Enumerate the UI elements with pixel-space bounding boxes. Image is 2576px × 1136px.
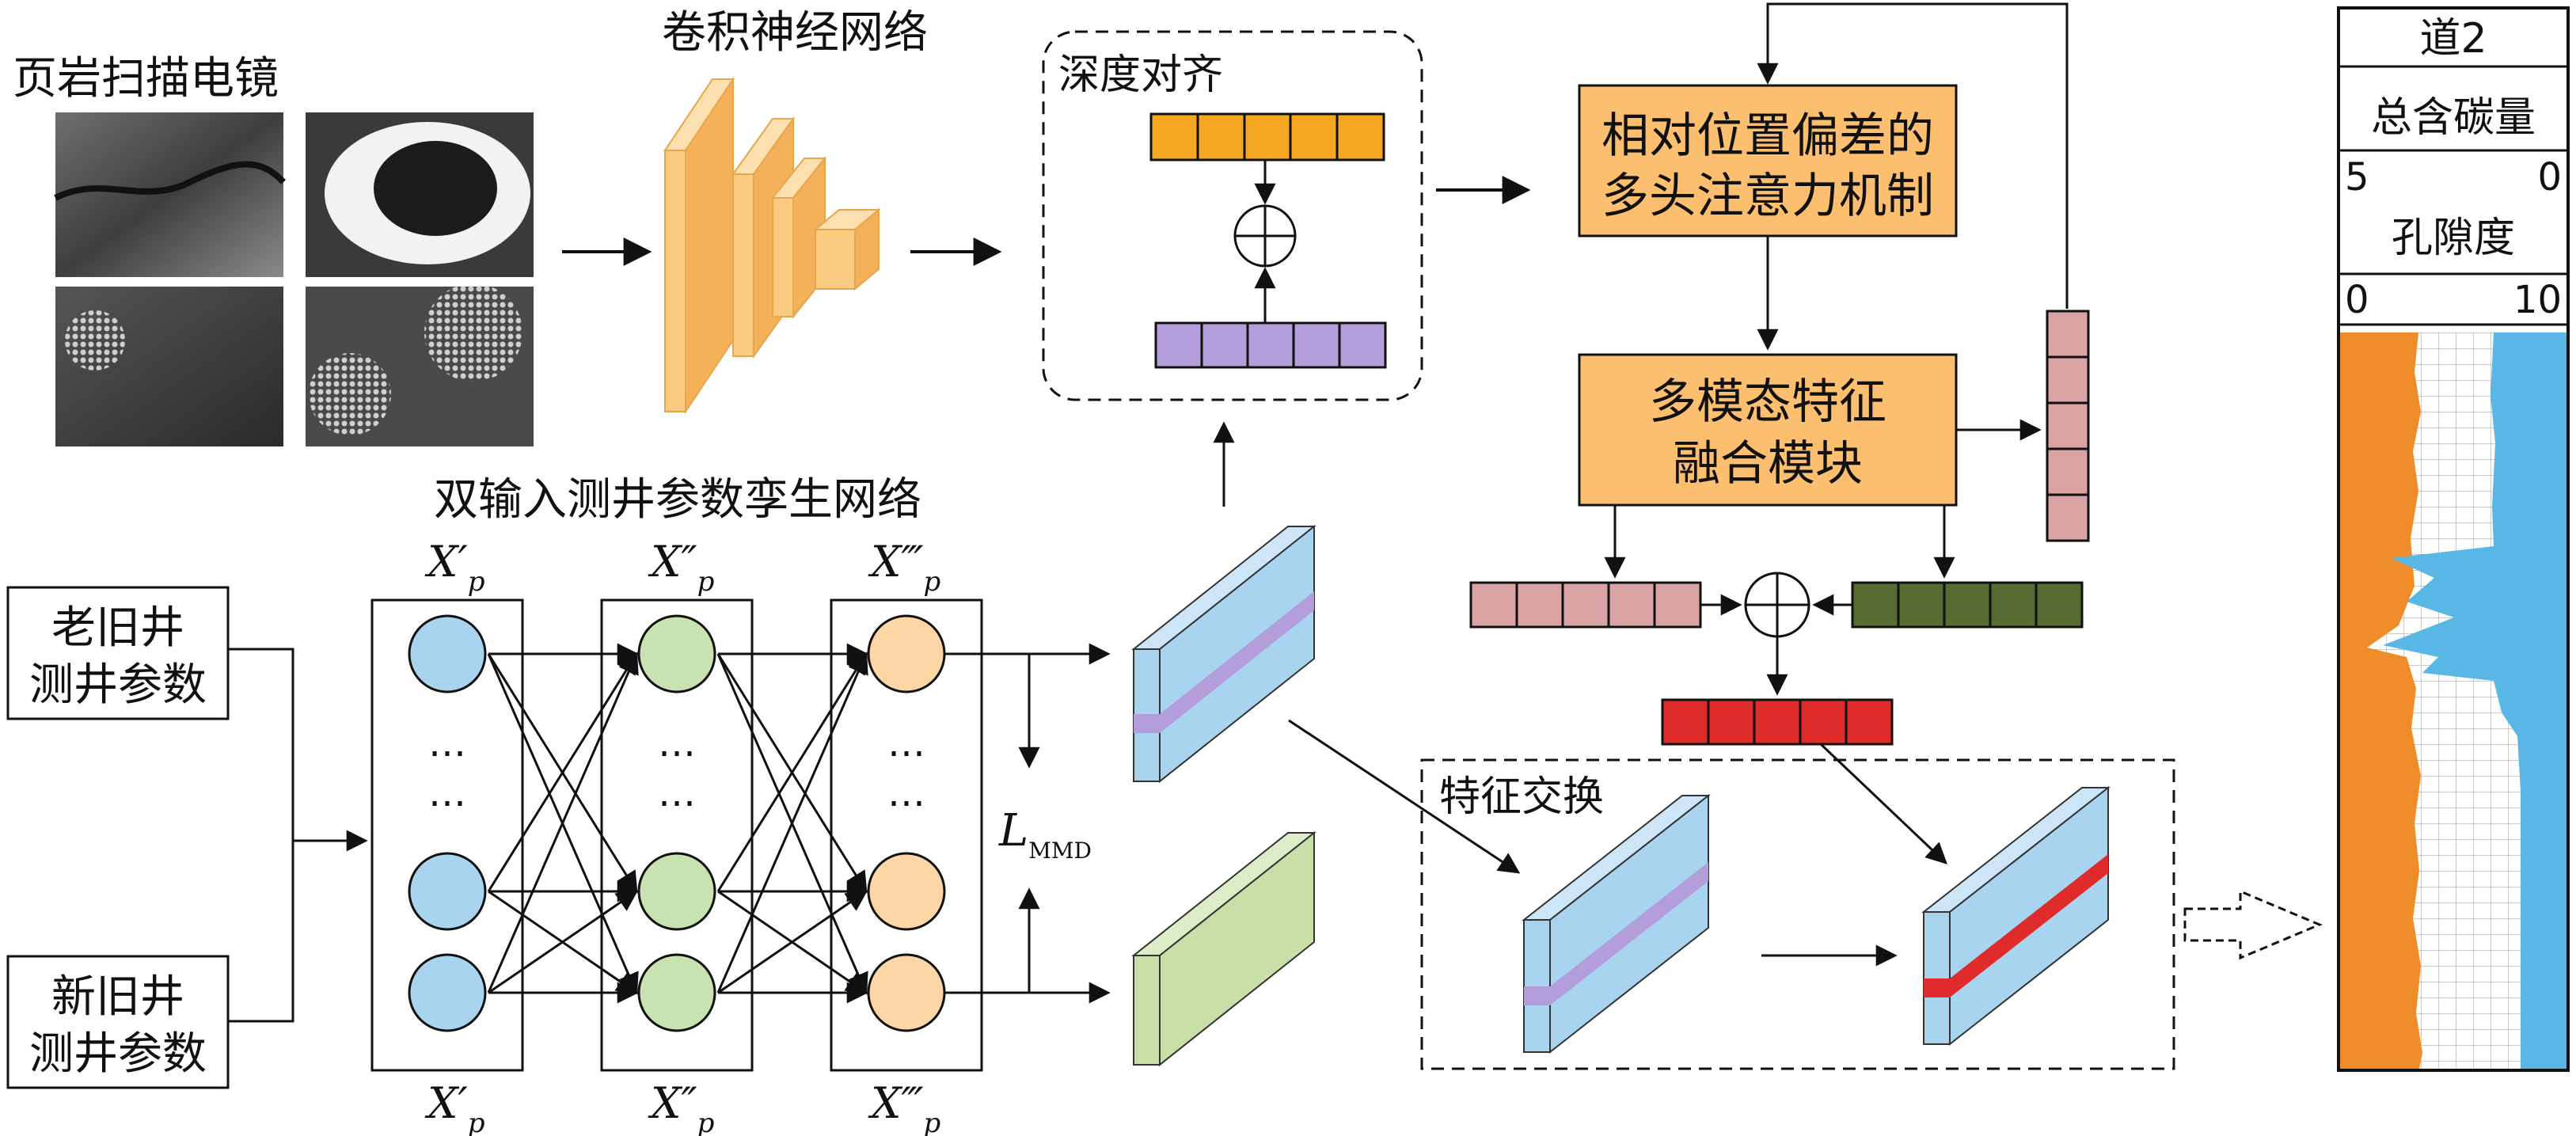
- attention-line-1: 相对位置偏差的: [1601, 108, 1934, 164]
- sem-framboid-2: [424, 283, 522, 382]
- sem-pore-hole: [374, 141, 497, 236]
- green-feature-vector: [1851, 581, 2084, 629]
- feedback-loop-line: [1757, 2, 2069, 309]
- svg-text:X′p: X′p: [424, 537, 484, 598]
- svg-text:X″p: X″p: [648, 1078, 714, 1136]
- input-new-box: 新旧井 测井参数: [6, 955, 230, 1089]
- siamese-title: 双输入测井参数孪生网络: [434, 474, 921, 526]
- node-l2-bot: [637, 953, 716, 1032]
- input-old-line-1: 老旧井: [51, 602, 184, 654]
- layer-label-bottom-1: X′p: [424, 1078, 484, 1136]
- depth-align-title: 深度对齐: [1058, 51, 1223, 99]
- svg-text:X‴p: X‴p: [868, 537, 940, 598]
- attention-box: [1578, 84, 1958, 237]
- cnn-layer-2-front: [732, 173, 754, 357]
- pink-vertical-vector: [2046, 310, 2090, 542]
- svg-text:LMMD: LMMD: [998, 805, 1092, 864]
- fusion-box: [1578, 353, 1958, 507]
- svg-text:X‴p: X‴p: [868, 1078, 940, 1136]
- attention-line-2: 多头注意力机制: [1601, 169, 1934, 224]
- feature-swap-title: 特征交换: [1439, 773, 1604, 821]
- input-old-line-2: 测井参数: [29, 659, 207, 711]
- node-l1-bot: [408, 953, 487, 1032]
- node-l1-top: [408, 614, 487, 693]
- swap-slab-before: [1522, 793, 1711, 1054]
- feature-swap-group: 特征交换: [1420, 758, 2175, 1070]
- red-feature-vector: [1661, 698, 1894, 746]
- input-old-box: 老旧井 测井参数: [6, 586, 230, 720]
- track-curve2-right: 10: [2513, 278, 2562, 322]
- porosity-curve: [2383, 332, 2567, 1069]
- fusion-group: 多模态特征 融合模块: [1578, 353, 1958, 507]
- arrow-slab-to-swap: [1288, 719, 1521, 874]
- input-new-line-2: 测井参数: [29, 1028, 207, 1080]
- feature-swap-box: [1420, 758, 2175, 1070]
- svg-text:X′p: X′p: [424, 1078, 484, 1136]
- cnn-title: 卷积神经网络: [662, 7, 928, 59]
- blue-feature-slab: [1131, 524, 1316, 784]
- layer-label-bottom-2: X″p: [648, 1078, 714, 1136]
- ellipsis-l3-a: …: [887, 721, 925, 766]
- svg-text:X″p: X″p: [648, 537, 714, 598]
- green-feature-slab: [1131, 830, 1316, 1067]
- pink-feature-vector: [1469, 581, 1702, 629]
- layer-label-top-3: X‴p: [868, 537, 940, 598]
- input-new-line-1: 新旧井: [51, 971, 184, 1023]
- layer-label-bottom-3: X‴p: [868, 1078, 940, 1136]
- sem-title: 页岩扫描电镜: [13, 53, 279, 104]
- layer-label-top-1: X′p: [424, 537, 484, 598]
- toc-curve: [2340, 332, 2422, 1069]
- plus-operator-1: [1233, 204, 1297, 268]
- track-name: 道2: [2419, 15, 2487, 63]
- cnn-layer-3-front: [772, 197, 794, 317]
- cnn-group: 卷积神经网络: [662, 7, 928, 415]
- sem-framboid-1: [65, 310, 125, 370]
- track-curve1-right: 0: [2537, 155, 2562, 199]
- ellipsis-l1-b: …: [428, 771, 466, 815]
- node-l3-mid: [867, 852, 946, 931]
- hollow-arrow-to-track: [2183, 889, 2323, 960]
- node-l1-mid: [408, 852, 487, 931]
- node-l2-mid: [637, 852, 716, 931]
- sem-framboid-3: [309, 353, 391, 435]
- fusion-line-1: 多模态特征: [1649, 374, 1886, 430]
- node-l3-top: [867, 614, 946, 693]
- track-curve1-left: 5: [2345, 155, 2369, 199]
- log-track: 道2 总含碳量 5 0 孔隙度 0 10: [2337, 6, 2570, 1072]
- node-l2-top: [637, 614, 716, 693]
- track-curve1-title: 总含碳量: [2371, 94, 2536, 142]
- ellipsis-l2-a: …: [658, 721, 696, 766]
- ellipsis-l1-a: …: [428, 721, 466, 766]
- cnn-layer-4-front: [815, 229, 856, 290]
- net-nodes: [408, 614, 946, 1032]
- fusion-line-2: 融合模块: [1673, 436, 1863, 492]
- node-l3-bot: [867, 953, 946, 1032]
- net-connections: [487, 643, 868, 1004]
- arrow-red-to-swap: [1819, 743, 1947, 864]
- mmd-loss-label: LMMD: [998, 805, 1092, 864]
- track-curve2-left: 0: [2345, 278, 2369, 322]
- plus-operator-2: [1744, 572, 1810, 638]
- attention-group: 相对位置偏差的 多头注意力机制: [1578, 84, 1958, 237]
- depth-align-group: 深度对齐: [1042, 30, 1423, 401]
- cnn-layer-1-front: [664, 150, 686, 412]
- ellipsis-l3-b: …: [887, 771, 925, 815]
- purple-feature-vector: [1154, 321, 1387, 369]
- swap-slab-after: [1921, 785, 2111, 1047]
- depth-align-box: [1042, 30, 1423, 401]
- connector-new-input: [228, 841, 294, 1023]
- sem-crack: [54, 161, 286, 201]
- orange-feature-vector: [1149, 112, 1385, 161]
- sem-image-group: 页岩扫描电镜: [13, 53, 534, 446]
- track-curve2-title: 孔隙度: [2392, 215, 2515, 262]
- connector-old-input: [228, 648, 294, 841]
- ellipsis-l2-b: …: [658, 771, 696, 815]
- sem-image-1: [55, 112, 283, 277]
- layer-label-top-2: X″p: [648, 537, 714, 598]
